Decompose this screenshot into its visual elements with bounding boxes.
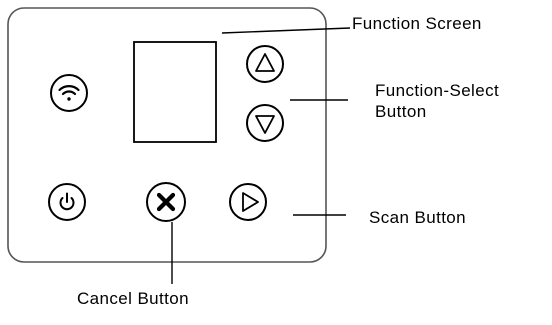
function-screen — [133, 41, 217, 143]
cancel-button-callout: Cancel Button — [77, 289, 189, 308]
function-select-callout-line2: Button — [375, 102, 427, 121]
power-icon — [59, 192, 75, 211]
wifi-button[interactable] — [50, 74, 88, 112]
triangle-right-icon — [242, 192, 259, 212]
function-select-up-button[interactable] — [246, 45, 284, 83]
scan-button-callout: Scan Button — [369, 208, 467, 227]
power-button[interactable] — [48, 183, 86, 221]
triangle-down-icon — [255, 115, 275, 134]
function-select-callout-line1: Function-Select — [375, 81, 500, 100]
x-icon — [156, 192, 176, 212]
function-screen-callout: Function Screen — [352, 14, 482, 33]
function-select-callout: Function-Select Button — [375, 80, 499, 122]
wifi-icon — [58, 85, 80, 101]
function-screen-leader — [221, 27, 351, 34]
triangle-up-icon — [255, 53, 275, 72]
cancel-button[interactable] — [146, 182, 186, 222]
function-select-down-button[interactable] — [246, 104, 284, 142]
scan-button[interactable] — [229, 183, 267, 221]
